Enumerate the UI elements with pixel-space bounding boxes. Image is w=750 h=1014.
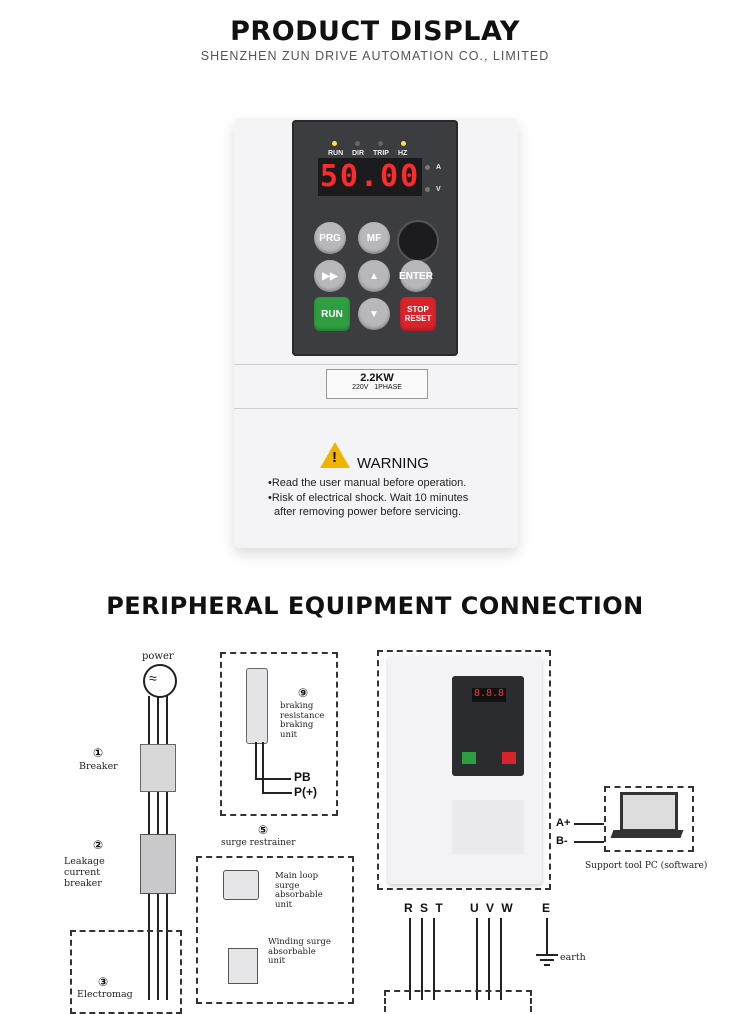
rating-spec: 220V 1PHASE [352, 384, 402, 391]
laptop-keyboard-icon [610, 830, 684, 838]
earth-label: earth [560, 952, 586, 963]
unit-a-dot [425, 165, 430, 170]
winding-line-2: absorbable [268, 946, 316, 957]
winding-line-1: Winding surge [268, 937, 331, 947]
braking-line-2: resistance [280, 710, 325, 721]
main-loop-surge-icon [223, 870, 259, 900]
winding-surge-icon [228, 948, 258, 984]
mf-key[interactable]: MF [358, 222, 390, 254]
warning-line-1: •Read the user manual before operation. [268, 477, 467, 489]
dir-indicator-dot [355, 141, 360, 146]
warning-text: •Read the user manual before operation. … [268, 476, 468, 520]
braking-number: ⑨ [298, 686, 309, 700]
up-key[interactable]: ▲ [358, 260, 390, 292]
prg-key[interactable]: PRG [314, 222, 346, 254]
laptop-icon [620, 792, 678, 832]
reset-label: RESET [404, 314, 432, 323]
warning-line-3: after removing power before servicing. [274, 506, 462, 518]
uvw-terminals: U V W [470, 901, 515, 915]
braking-line-3: braking [280, 720, 314, 730]
down-key[interactable]: ▼ [358, 298, 390, 330]
braking-line-4: unit [280, 729, 298, 740]
leakage-label-line-3: breaker [64, 878, 102, 889]
run-indicator-dot [332, 141, 337, 146]
breaker-label: Breaker [79, 761, 118, 772]
mini-warning-label [452, 800, 524, 854]
hz-indicator-dot [401, 141, 406, 146]
section-title-product-display: PRODUCT DISPLAY [230, 16, 520, 47]
section-title-peripheral: PERIPHERAL EQUIPMENT CONNECTION [106, 592, 644, 620]
speed-knob[interactable] [397, 220, 439, 262]
contactor-box [70, 930, 182, 1014]
leakage-breaker-device [140, 834, 176, 894]
a-plus-label: A+ [556, 817, 571, 829]
indicator-dir: DIR [352, 150, 365, 157]
shift-key[interactable]: ▶▶ [314, 260, 346, 292]
e-terminal: E [542, 901, 551, 915]
indicator-hz: HZ [398, 150, 408, 157]
support-pc-label: Support tool PC (software) [585, 861, 708, 871]
rst-terminals: R S T [404, 901, 445, 915]
lower-box [384, 990, 532, 1012]
earth-symbol [536, 954, 558, 956]
inverter-box [377, 650, 551, 890]
braking-label: braking resistance braking unit [280, 701, 325, 740]
braking-line-1: braking [280, 701, 314, 711]
rating-plate: 2.2KW 220V 1PHASE [326, 369, 428, 399]
leakage-label: Leakage current breaker [64, 856, 105, 889]
warning-title: WARNING [357, 455, 429, 472]
rating-power: 2.2KW [360, 372, 394, 384]
braking-resistor-icon [246, 668, 268, 744]
breaker-device [140, 744, 176, 792]
enter-key[interactable]: ENTER [399, 260, 433, 292]
winding-label: Winding surge absorbable unit [268, 937, 331, 967]
ac-wave-icon: ≈ [149, 670, 157, 686]
mini-stop-key [502, 752, 516, 764]
unit-a-label: A [436, 164, 442, 171]
b-minus-label: B- [556, 835, 568, 847]
unit-v-dot [425, 187, 430, 192]
surge-label: surge restrainer [221, 838, 296, 848]
braking-unit-box [220, 652, 338, 816]
leakage-number: ② [93, 838, 104, 852]
warning-line-2: •Risk of electrical shock. Wait 10 minut… [268, 491, 469, 504]
p-plus-terminal-label: P(+) [294, 785, 318, 799]
leakage-label-line-1: Leakage [64, 856, 105, 867]
main-loop-label: Main loop surge absorbable unit [275, 871, 323, 910]
power-source-icon [143, 664, 177, 698]
main-loop-line-4: unit [275, 899, 293, 910]
power-label: power [142, 651, 174, 662]
leakage-label-line-2: current [64, 867, 101, 878]
main-loop-line-2: surge [275, 880, 300, 891]
trip-indicator-dot [378, 141, 383, 146]
company-subtitle: SHENZHEN ZUN DRIVE AUTOMATION CO., LIMIT… [200, 49, 550, 63]
indicator-run: RUN [328, 150, 344, 157]
main-loop-line-1: Main loop [275, 871, 319, 881]
run-key[interactable]: RUN [314, 297, 350, 331]
pc-box [604, 786, 694, 852]
warning-exclamation-icon: ! [332, 449, 337, 466]
main-loop-line-3: absorbable [275, 890, 323, 900]
warning-triangle-icon [320, 442, 350, 468]
contactor-label: Electromag [77, 989, 133, 1000]
led-display: 50.00 [318, 158, 422, 196]
mini-run-key [462, 752, 476, 764]
pb-terminal-label: PB [294, 770, 311, 784]
contactor-number: ③ [98, 975, 109, 989]
breaker-number: ① [93, 746, 104, 760]
winding-line-3: unit [268, 956, 286, 966]
surge-number: ⑤ [258, 823, 269, 837]
unit-v-label: V [436, 186, 441, 193]
mini-display: 8.8.8 [472, 688, 506, 702]
stop-label: STOP [407, 305, 429, 314]
stop-reset-key[interactable]: STOP RESET [400, 297, 436, 331]
indicator-trip: TRIP [373, 150, 389, 157]
